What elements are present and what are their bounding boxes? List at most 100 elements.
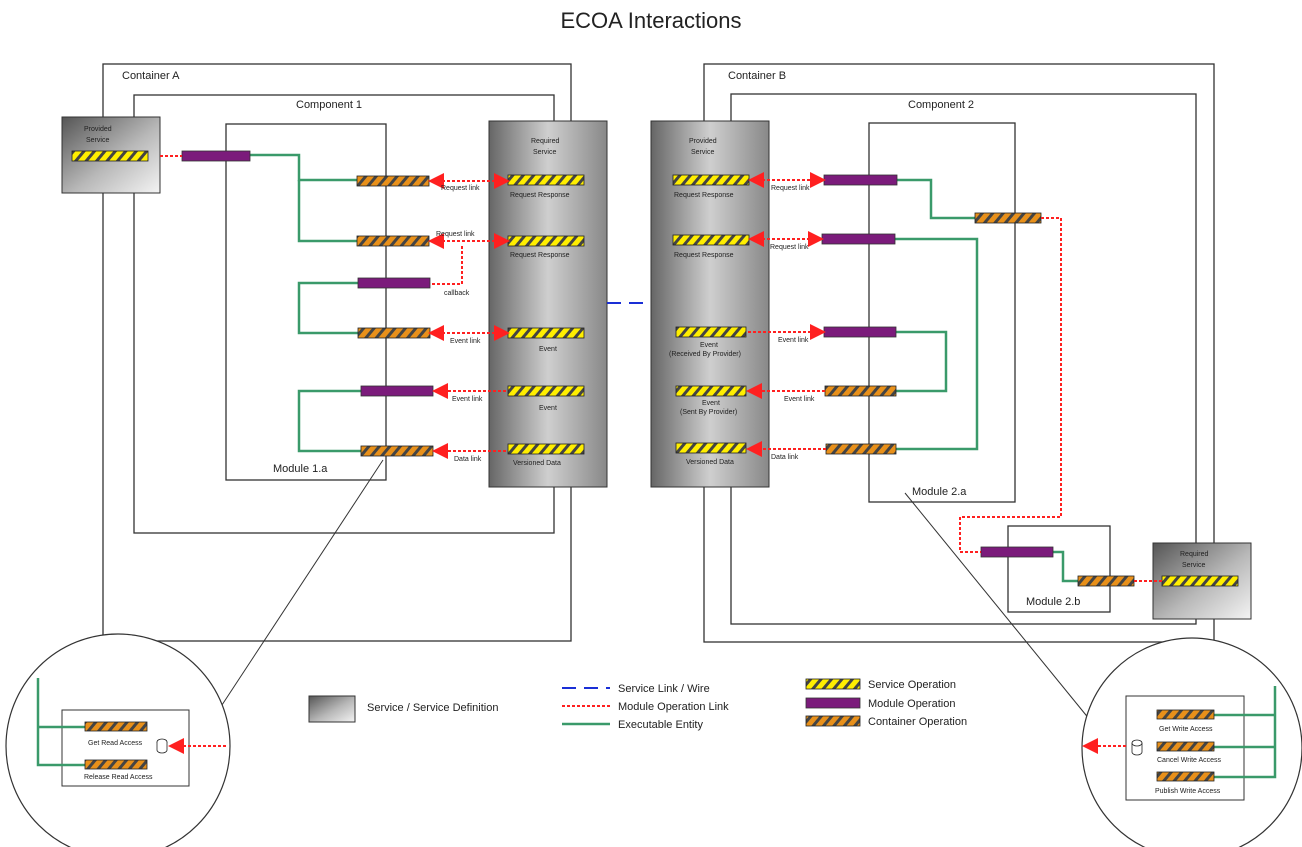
module-operation xyxy=(823,326,897,338)
container-operation xyxy=(1156,741,1215,752)
legend-service: Service / Service Definition xyxy=(367,702,498,714)
link-label: Data link xyxy=(454,456,482,463)
required-op-label: Request Response xyxy=(510,252,570,259)
container-operation xyxy=(974,212,1042,224)
container-operation xyxy=(84,721,148,732)
container-operation xyxy=(360,445,434,457)
module-operation xyxy=(980,546,1054,558)
required-service-col-l1: Required xyxy=(531,138,560,145)
legend-container-op: Container Operation xyxy=(868,716,967,728)
container-b-box xyxy=(703,63,1215,643)
data-store-icon-side xyxy=(1131,743,1143,756)
service-operation xyxy=(675,442,747,454)
zoom-right-op: Cancel Write Access xyxy=(1157,757,1222,764)
required-service-right-l2: Service xyxy=(1182,562,1205,569)
required-op-label: Event xyxy=(539,405,557,412)
executable-entity-lines-right xyxy=(895,178,1078,583)
module-operation-links-left xyxy=(160,155,510,459)
link-label: Event link xyxy=(450,338,481,345)
container-operation xyxy=(825,443,897,455)
provided-service-col-l2: Service xyxy=(691,149,714,156)
container-operation xyxy=(356,175,430,187)
zoom-left-green xyxy=(36,678,85,767)
container-operation xyxy=(1077,575,1135,587)
executable-entity-lines-left xyxy=(250,153,361,453)
module-operation xyxy=(181,150,251,162)
legend-module-op-swatch xyxy=(805,697,861,709)
zoom-connector-left xyxy=(219,459,384,709)
module-2a-label: Module 2.a xyxy=(912,486,967,498)
data-store-icon-body xyxy=(157,742,167,750)
zoom-left-op: Release Read Access xyxy=(84,774,153,781)
link-label: Request link xyxy=(436,231,475,238)
page-title: ECOA Interactions xyxy=(561,8,742,33)
service-operation xyxy=(507,327,585,339)
provided-service-col-l1: Provided xyxy=(689,138,717,145)
legend-service-op: Service Operation xyxy=(868,679,956,691)
provided-op-label: Versioned Data xyxy=(686,459,734,466)
service-operation xyxy=(675,326,747,338)
required-op-label: Request Response xyxy=(510,192,570,199)
provided-op-label: Event xyxy=(700,342,718,349)
link-label: Event link xyxy=(452,396,483,403)
container-b-label: Container B xyxy=(728,70,786,82)
legend-service-swatch xyxy=(308,695,356,723)
link-label: Request link xyxy=(441,185,480,192)
component-2-label: Component 2 xyxy=(908,99,974,111)
module-2a-box xyxy=(868,122,1016,503)
service-operation xyxy=(507,385,585,397)
link-label: callback xyxy=(444,290,470,297)
provided-op-label: (Sent By Provider) xyxy=(680,409,737,416)
legend-container-op-swatch xyxy=(805,715,861,727)
module-2b-label: Module 2.b xyxy=(1026,596,1080,608)
container-operation xyxy=(1156,771,1215,782)
provided-op-label: Request Response xyxy=(674,252,734,259)
link-label: Data link xyxy=(771,454,799,461)
link-label: Event link xyxy=(778,337,809,344)
service-operation xyxy=(672,234,750,246)
container-operation xyxy=(1156,709,1215,720)
module-operation-links-right xyxy=(746,172,1162,582)
container-operation xyxy=(824,385,897,397)
legend-service-link: Service Link / Wire xyxy=(618,683,710,695)
module-operation xyxy=(360,385,434,397)
service-operation xyxy=(507,235,585,247)
zoom-right-op: Get Write Access xyxy=(1159,726,1213,733)
provided-op-label: (Received By Provider) xyxy=(669,351,741,358)
container-operation xyxy=(356,235,430,247)
service-operation-icon xyxy=(71,150,149,162)
required-op-label: Event xyxy=(539,346,557,353)
required-service-right-l1: Required xyxy=(1180,551,1209,558)
container-operation xyxy=(357,327,431,339)
module-operation xyxy=(823,174,898,186)
zoom-right-op: Publish Write Access xyxy=(1155,788,1221,795)
zoom-left-op: Get Read Access xyxy=(88,740,143,747)
service-operation xyxy=(672,174,750,186)
legend-service-op-swatch xyxy=(805,678,861,690)
service-operation-icon xyxy=(1161,575,1239,587)
module-operation xyxy=(821,233,896,245)
data-store-icon xyxy=(1131,739,1143,747)
data-store-icon-side xyxy=(156,742,168,754)
service-operation xyxy=(507,443,585,455)
provided-service-left-l2: Service xyxy=(86,137,109,144)
provided-service-left-l1: Provided xyxy=(84,126,112,133)
component-1-label: Component 1 xyxy=(296,99,362,111)
component-2-box xyxy=(730,93,1197,625)
legend-module-op: Module Operation xyxy=(868,698,955,710)
module-operation xyxy=(357,277,431,289)
module-2b-box xyxy=(1007,525,1111,613)
link-label: Event link xyxy=(784,396,815,403)
container-operation xyxy=(84,759,148,770)
provided-op-label: Request Response xyxy=(674,192,734,199)
legend-module-op-link: Module Operation Link xyxy=(618,701,729,713)
legend-executable: Executable Entity xyxy=(618,719,703,731)
module-1a-box xyxy=(225,123,387,481)
zoom-connector-right xyxy=(904,492,1091,721)
provided-op-label: Event xyxy=(702,400,720,407)
service-operation xyxy=(507,174,585,186)
required-service-col-l2: Service xyxy=(533,149,556,156)
module-1a-label: Module 1.a xyxy=(273,463,328,475)
required-op-label: Versioned Data xyxy=(513,460,561,467)
